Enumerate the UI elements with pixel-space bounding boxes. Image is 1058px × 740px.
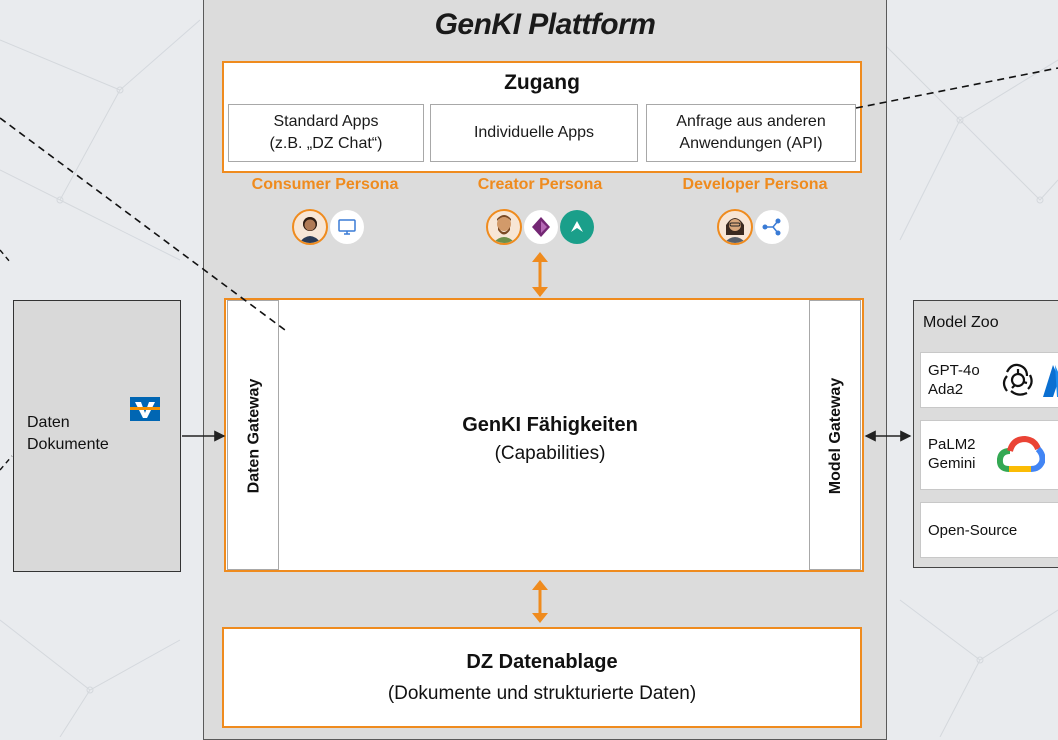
creator-persona-label: Creator Persona [477, 176, 603, 193]
model-google-line2: Gemini [928, 455, 976, 472]
automation-tool-icon [560, 210, 594, 244]
consumer-persona-label: Consumer Persona [251, 176, 399, 193]
desktop-monitor-icon [330, 210, 364, 244]
model-item-openai: GPT-4o Ada2 [920, 352, 1058, 408]
data-storage-title: DZ Datenablage [466, 651, 618, 673]
developer-persona-label: Developer Persona [682, 176, 828, 193]
model-zoo-title: Model Zoo [923, 314, 999, 331]
power-apps-icon [524, 210, 558, 244]
api-requests-box: Anfrage aus anderen Anwendungen (API) [646, 104, 856, 162]
model-openai-line1: GPT-4o [928, 362, 980, 379]
consumer-avatar-icon [292, 209, 328, 245]
model-openai-line2: Ada2 [928, 381, 964, 398]
data-source-box [13, 300, 181, 572]
model-opensource-label: Open-Source [928, 522, 1018, 539]
api-requests-line2: Anwendungen (API) [679, 135, 823, 152]
data-storage-subtitle: (Dokumente und strukturierte Daten) [387, 683, 697, 704]
openai-icon [999, 361, 1037, 399]
api-requests-line1: Anfrage aus anderen [676, 113, 826, 130]
platform-title: GenKI Plattform [434, 8, 656, 41]
zugang-title: Zugang [504, 71, 580, 94]
data-source-line2: Dokumente [27, 436, 109, 453]
individual-apps-box: Individuelle Apps [430, 104, 638, 162]
developer-avatar-icon [717, 209, 753, 245]
api-flow-icon [755, 210, 789, 244]
model-gateway-box: Model Gateway [809, 300, 861, 570]
data-gateway-box: Daten Gateway [227, 300, 279, 570]
data-source-text: Daten Dokumente [27, 412, 109, 456]
data-storage-box [222, 627, 862, 728]
creator-avatar-icon [486, 209, 522, 245]
azure-icon [1041, 363, 1058, 399]
data-gateway-label: Daten Gateway [245, 378, 262, 494]
standard-apps-line1: Standard Apps [273, 113, 379, 130]
capabilities-subtitle: (Capabilities) [494, 443, 606, 464]
standard-apps-box: Standard Apps (z.B. „DZ Chat“) [228, 104, 424, 162]
standard-apps-line2: (z.B. „DZ Chat“) [269, 135, 383, 152]
volksbank-logo-icon [130, 397, 160, 421]
capabilities-title: GenKI Fähigkeiten [462, 414, 638, 436]
capabilities-box [224, 298, 864, 572]
model-item-google: PaLM2 Gemini [920, 420, 1058, 490]
model-gateway-label: Model Gateway [827, 377, 845, 495]
google-cloud-icon [996, 435, 1046, 473]
data-source-line1: Daten [27, 414, 70, 431]
individual-apps-line1: Individuelle Apps [473, 124, 595, 141]
model-google-line1: PaLM2 [928, 436, 976, 453]
model-item-opensource: Open-Source [920, 502, 1058, 558]
